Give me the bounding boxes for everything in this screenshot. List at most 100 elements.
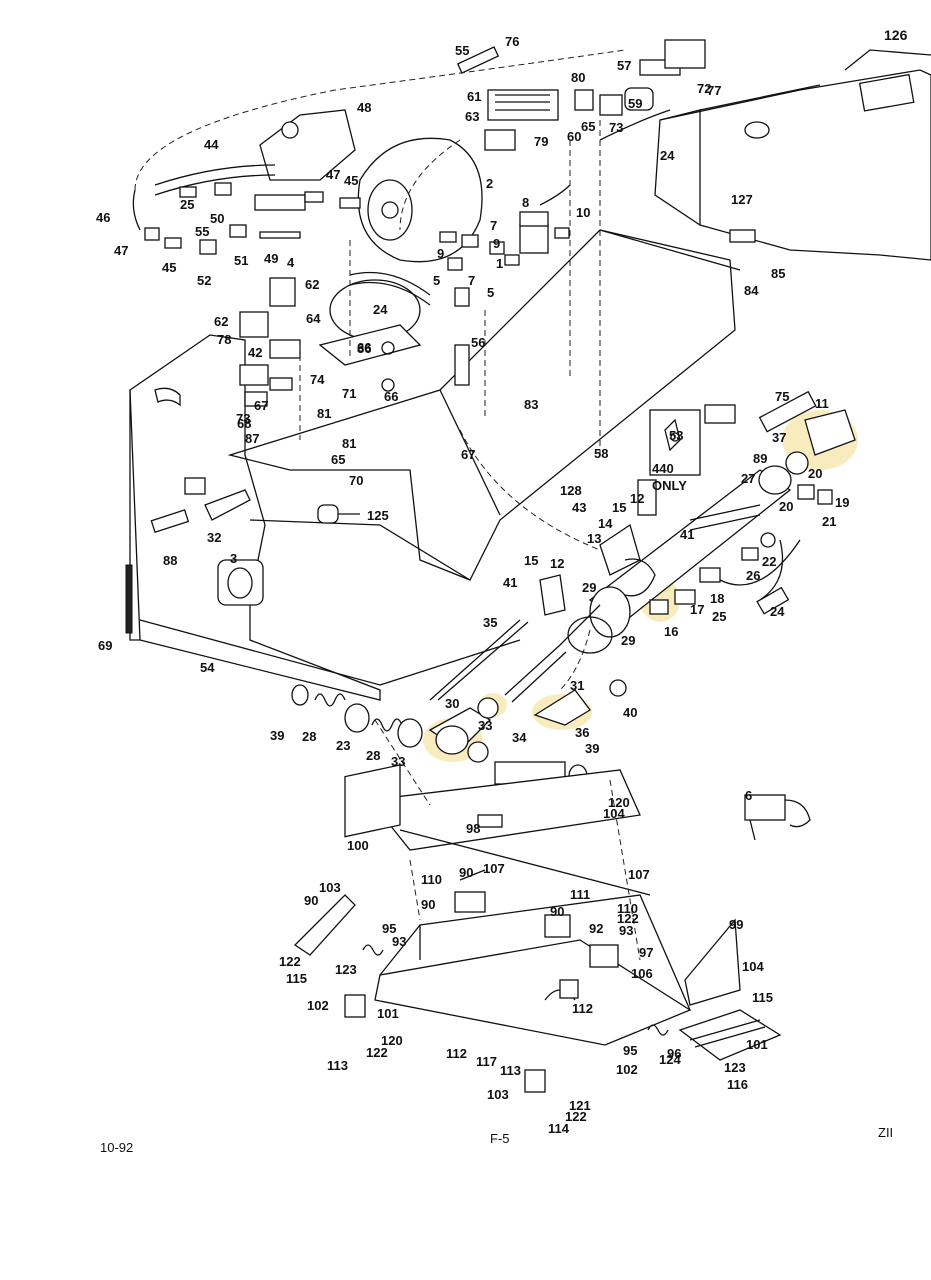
spring-row [291, 684, 588, 788]
callout: 28 [302, 729, 316, 744]
callout: 55 [455, 43, 469, 58]
callout: 17 [690, 602, 704, 617]
callout: 63 [465, 109, 479, 124]
callout: 103 [319, 880, 341, 895]
callout: 24 [373, 302, 388, 317]
callout: 73 [236, 411, 250, 426]
callout: 13 [587, 531, 601, 546]
callout: 2 [486, 176, 493, 191]
callout: 40 [623, 705, 637, 720]
callout: 27 [741, 471, 755, 486]
callout: 71 [342, 386, 356, 401]
callout: 93 [392, 934, 406, 949]
figure-id: F-5 [490, 1131, 510, 1146]
inset-labels: 440 ONLY [652, 461, 687, 493]
callout: 111 [570, 887, 590, 902]
callout: 49 [264, 251, 278, 266]
callout: 46 [96, 210, 110, 225]
callout: 90 [421, 897, 435, 912]
callout: 92 [589, 921, 603, 936]
callout: 64 [306, 311, 321, 326]
callout: 98 [466, 821, 480, 836]
inset-note: ONLY [652, 478, 687, 493]
callout: 29 [582, 580, 596, 595]
callout: 5 [487, 285, 494, 300]
callout: 114 [548, 1121, 570, 1136]
callout: 45 [344, 173, 358, 188]
callout: 57 [617, 58, 631, 73]
callout: 29 [621, 633, 635, 648]
motor-assembly [132, 109, 571, 407]
callout: 8 [522, 195, 529, 210]
main-housing [125, 229, 741, 701]
bottom-tray [293, 764, 782, 1093]
callout: 43 [572, 500, 586, 515]
callout: 123 [335, 962, 357, 977]
callout: 81 [342, 436, 356, 451]
callout: 33 [391, 754, 405, 769]
callout: 122 [366, 1045, 388, 1060]
callout: 15 [612, 500, 626, 515]
callout: 47 [326, 167, 340, 182]
callout: 54 [200, 660, 215, 675]
callout: 107 [483, 861, 505, 876]
base-plate [368, 769, 651, 896]
callout: 34 [512, 730, 527, 745]
callout: 120 [381, 1033, 403, 1048]
callout: 122 [565, 1109, 587, 1124]
callout: 33 [478, 718, 492, 733]
callout: 87 [245, 431, 259, 446]
callout: 113 [327, 1058, 348, 1073]
callout: 67 [254, 398, 268, 413]
callout: 127 [731, 192, 753, 207]
callout: 41 [680, 527, 694, 542]
callout: 86 [357, 341, 371, 356]
callout: 44 [204, 137, 219, 152]
callout: 36 [575, 725, 589, 740]
callout: 103 [487, 1087, 509, 1102]
callout: 7 [468, 273, 475, 288]
callout: 123 [724, 1060, 746, 1075]
callout: 122 [279, 954, 301, 969]
page-captions: 10-92 F-5 ZII [100, 1125, 893, 1155]
callout: 19 [835, 495, 849, 510]
callout: 110 [421, 872, 442, 887]
callout: 90 [459, 865, 473, 880]
callout: 41 [503, 575, 517, 590]
callout: 45 [162, 260, 176, 275]
callout: 124 [659, 1052, 681, 1067]
drive-assembly [429, 390, 856, 726]
callout: 112 [446, 1046, 467, 1061]
callout: 62 [214, 314, 228, 329]
callout: 95 [382, 921, 396, 936]
sheet-date: 10-92 [100, 1140, 133, 1155]
callout: 25 [180, 197, 194, 212]
callout: 21 [822, 514, 836, 529]
callout: 102 [616, 1062, 638, 1077]
callout: 58 [594, 446, 608, 461]
callout: 62 [305, 277, 319, 292]
callout: 31 [570, 678, 584, 693]
callout: 24 [660, 148, 675, 163]
callout: 61 [467, 89, 481, 104]
callout: 78 [217, 332, 231, 347]
callout: 79 [534, 134, 548, 149]
callout: 80 [571, 70, 585, 85]
callout: 100 [347, 838, 369, 853]
callout: 69 [98, 638, 112, 653]
callout: 6 [745, 788, 752, 803]
callout: 5 [433, 273, 440, 288]
callout: 115 [752, 990, 773, 1005]
callout: 128 [560, 483, 582, 498]
callout: 76 [505, 34, 519, 49]
callout: 42 [248, 345, 262, 360]
callout: 126 [884, 27, 908, 43]
callout: 15 [524, 553, 538, 568]
callout: 113 [500, 1063, 521, 1078]
callout: 18 [710, 591, 724, 606]
callout: 37 [772, 430, 786, 445]
callout: 30 [445, 696, 459, 711]
callout: 95 [623, 1043, 637, 1058]
callout: 20 [808, 466, 822, 481]
callout: 101 [377, 1006, 399, 1021]
